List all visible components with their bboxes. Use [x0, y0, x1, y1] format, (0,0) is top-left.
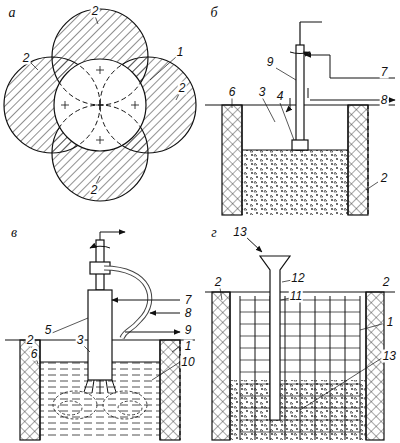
callout-number: 9: [184, 324, 193, 337]
panel-letter: в: [10, 226, 18, 239]
callout-number: 8: [380, 94, 389, 107]
callout-number: 9: [266, 56, 275, 69]
callout-number: 2: [22, 52, 31, 65]
callout-number: 7: [184, 294, 193, 307]
callout-number: 11: [289, 290, 303, 303]
panel-letter: г: [210, 226, 217, 239]
callout-number: 6: [228, 86, 237, 99]
callout-number: 2: [214, 276, 223, 289]
callout-number: 2: [178, 82, 187, 95]
panel-letter: б: [209, 6, 218, 19]
pile-plan: [4, 9, 196, 201]
callout-number: 2: [380, 172, 389, 185]
callout-number: 13: [232, 226, 247, 239]
callout-number: 5: [44, 324, 53, 337]
callout-number: 1: [184, 340, 193, 353]
callout-number: 2: [26, 334, 35, 347]
panel-letter: а: [8, 6, 17, 19]
callout-number: 12: [290, 272, 305, 285]
concreting-section: [205, 236, 395, 440]
callout-number: 1: [386, 316, 395, 329]
callout-number: 13: [382, 350, 397, 363]
callout-number: 1: [176, 46, 185, 59]
callout-number: 7: [380, 66, 389, 79]
slurry-section: [5, 232, 195, 440]
callout-number: 2: [90, 184, 99, 197]
callout-number: 3: [76, 334, 85, 347]
callout-number: 3: [258, 86, 267, 99]
boring-section: [205, 22, 395, 215]
callout-number: 2: [382, 276, 391, 289]
callout-number: 10: [180, 356, 195, 369]
callout-number: 2: [91, 5, 100, 18]
callout-number: 4: [276, 90, 285, 103]
callout-number: 6: [30, 348, 39, 361]
callout-number: 8: [184, 307, 193, 320]
